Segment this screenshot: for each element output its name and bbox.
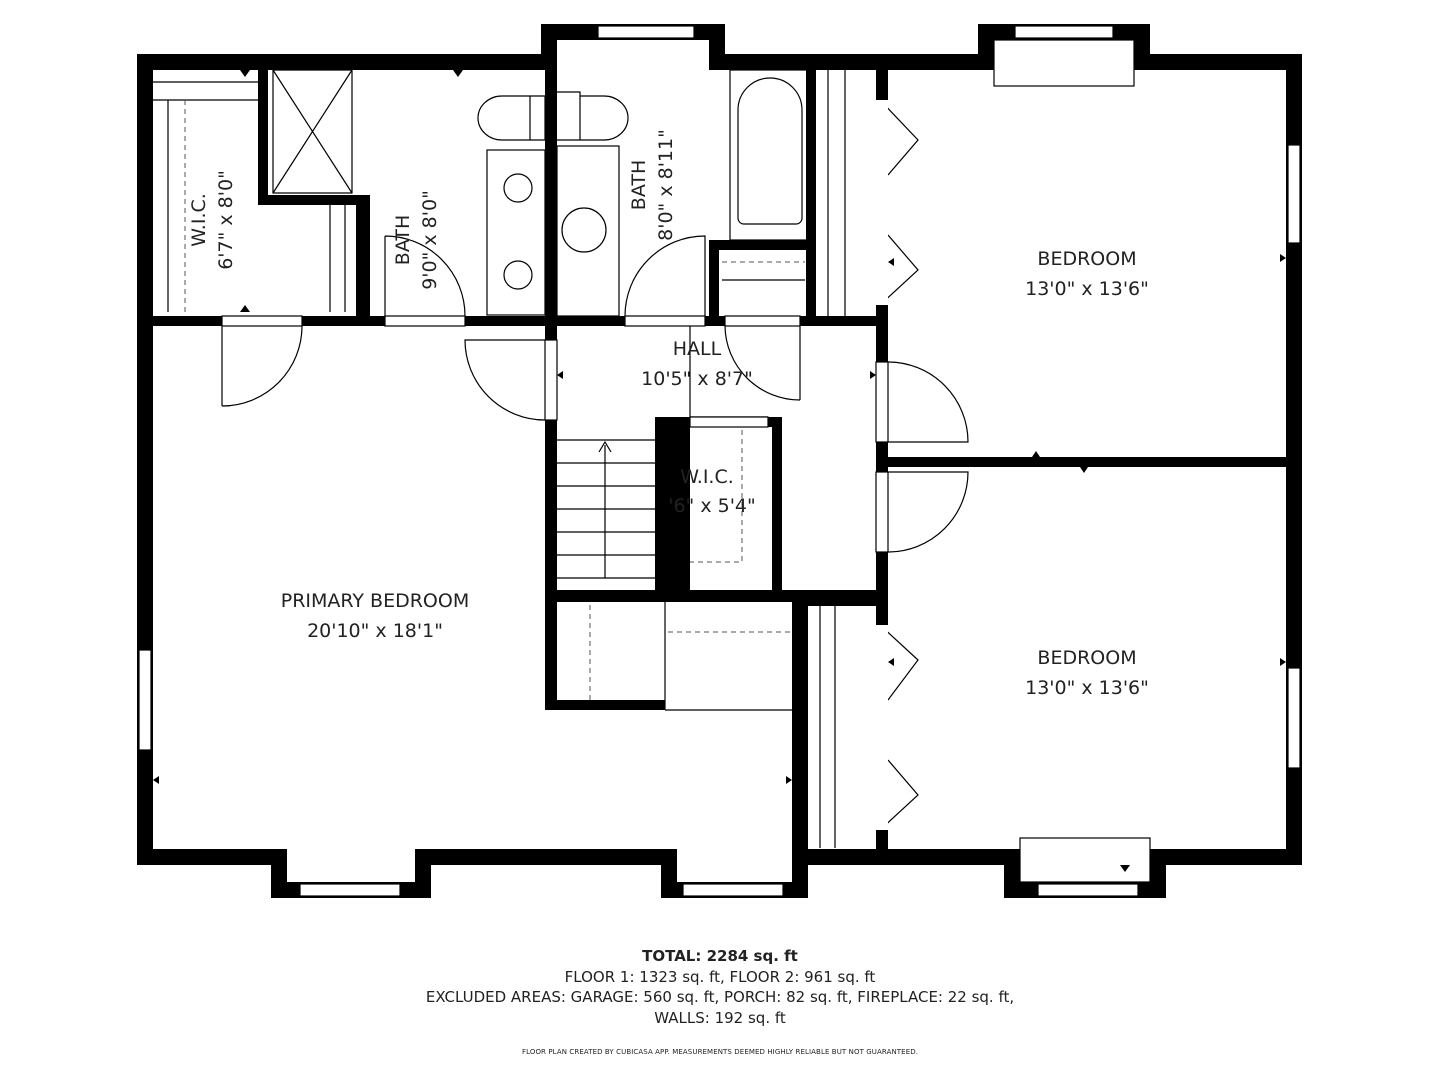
disclaimer: FLOOR PLAN CREATED BY CUBICASA APP. MEAS… (521, 1048, 919, 1056)
room-name: W.I.C. (188, 193, 210, 247)
area-summary: TOTAL: 2284 sq. ft FLOOR 1: 1323 sq. ft,… (0, 946, 1440, 1063)
room-size: 13'0" x 13'6" (1025, 677, 1149, 699)
room-size: 9'0" x 8'0" (419, 190, 441, 290)
door-bath1 (384, 235, 466, 326)
room-bath2: BATH 8'0" x 8'11" (628, 129, 677, 241)
room-labels: W.I.C. 6'7" x 8'0" BATH 9'0" x 8'0" BATH… (188, 129, 1149, 699)
door-bedroom-bottom (887, 471, 969, 553)
room-size: 13'0" x 13'6" (1025, 278, 1149, 300)
room-wic-hall: W.I.C. '6" x 5'4" (668, 466, 756, 517)
door-hall-closet (724, 325, 801, 401)
room-size: 20'10" x 18'1" (307, 620, 443, 642)
room-name: HALL (673, 338, 722, 360)
walls-area: WALLS: 192 sq. ft (654, 1008, 786, 1027)
excluded-areas: EXCLUDED AREAS: GARAGE: 560 sq. ft, PORC… (425, 988, 1015, 1006)
total-area: TOTAL: 2284 sq. ft (642, 947, 798, 965)
floor-areas: FLOOR 1: 1323 sq. ft, FLOOR 2: 961 sq. f… (564, 967, 876, 986)
room-name: BEDROOM (1037, 647, 1136, 669)
door-primary (464, 339, 546, 421)
room-hall: HALL 10'5" x 8'7" (641, 338, 753, 390)
room-size: 10'5" x 8'7" (641, 368, 753, 390)
windows (138, 25, 1301, 897)
door-bath2 (624, 235, 706, 317)
room-name: W.I.C. (680, 466, 734, 488)
room-bedroom-top: BEDROOM 13'0" x 13'6" (1025, 248, 1149, 300)
room-size: '6" x 5'4" (668, 495, 756, 517)
room-bath1: BATH 9'0" x 8'0" (392, 190, 441, 290)
stairs (557, 439, 655, 579)
room-bedroom-bottom: BEDROOM 13'0" x 13'6" (1025, 647, 1149, 699)
room-name: BATH (628, 160, 650, 210)
room-wic-primary: W.I.C. 6'7" x 8'0" (188, 170, 237, 270)
room-size: 6'7" x 8'0" (215, 170, 237, 270)
door-bedroom-top (887, 361, 969, 443)
doors (221, 235, 969, 553)
room-primary-bedroom: PRIMARY BEDROOM 20'10" x 18'1" (281, 590, 469, 642)
room-name: BEDROOM (1037, 248, 1136, 270)
floor-plan: W.I.C. 6'7" x 8'0" BATH 9'0" x 8'0" BATH… (137, 24, 1302, 898)
walls (137, 24, 1302, 898)
room-size: 8'0" x 8'11" (655, 129, 677, 241)
room-name: PRIMARY BEDROOM (281, 590, 469, 612)
door-primary-wic (221, 325, 303, 407)
room-name: BATH (392, 215, 414, 265)
